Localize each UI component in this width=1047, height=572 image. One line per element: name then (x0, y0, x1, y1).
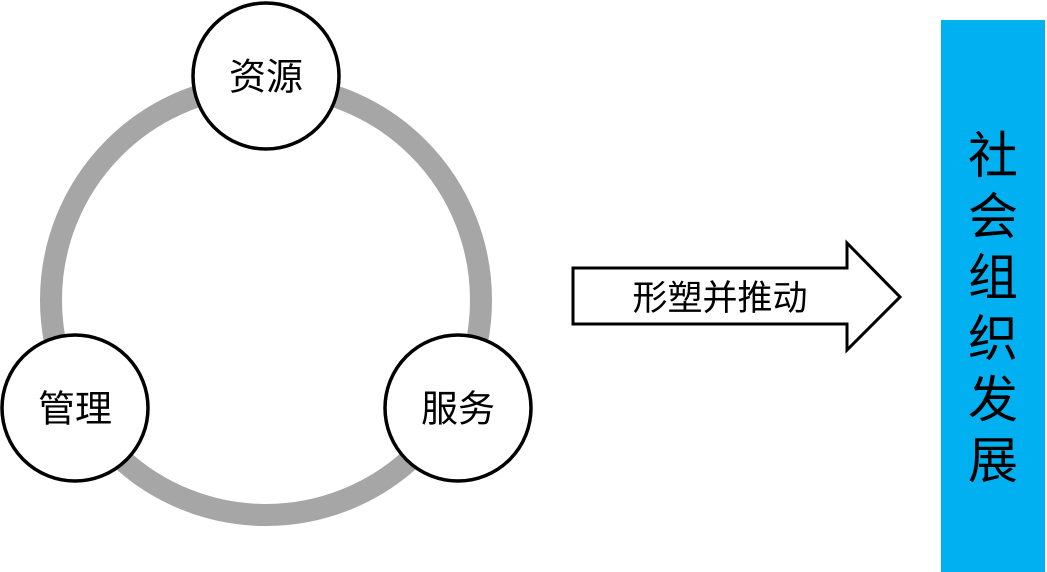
outcome-box-rect (941, 20, 1045, 572)
cycle-node-resources-circle (191, 1, 341, 151)
outcome-box-label: 社会组织发展 (968, 127, 1018, 490)
outcome-box-char: 发 (968, 371, 1018, 429)
cycle-node-service-label: 服务 (421, 388, 495, 431)
outcome-box-char: 展 (968, 432, 1018, 490)
shape-and-drive-arrow: 形塑并推动 (571, 239, 903, 354)
cycle-node-service: 服务 (383, 333, 533, 483)
cycle-node-service-circle (383, 333, 533, 483)
cycle-node-resources: 资源 (191, 1, 341, 151)
outcome-box: 社会组织发展 (941, 20, 1045, 572)
outcome-box-char: 织 (968, 310, 1018, 368)
outcome-box-char: 社 (968, 127, 1018, 185)
cycle-node-management: 管理 (0, 333, 150, 483)
cycle-node-management-circle (0, 333, 150, 483)
outcome-box-char: 会 (968, 188, 1018, 246)
arrow-label: 形塑并推动 (632, 279, 807, 319)
outcome-box-char: 组 (968, 249, 1018, 307)
cycle-node-management-label: 管理 (38, 388, 112, 431)
cycle-node-resources-label: 资源 (229, 56, 303, 99)
block-arrow-shape (571, 239, 903, 354)
